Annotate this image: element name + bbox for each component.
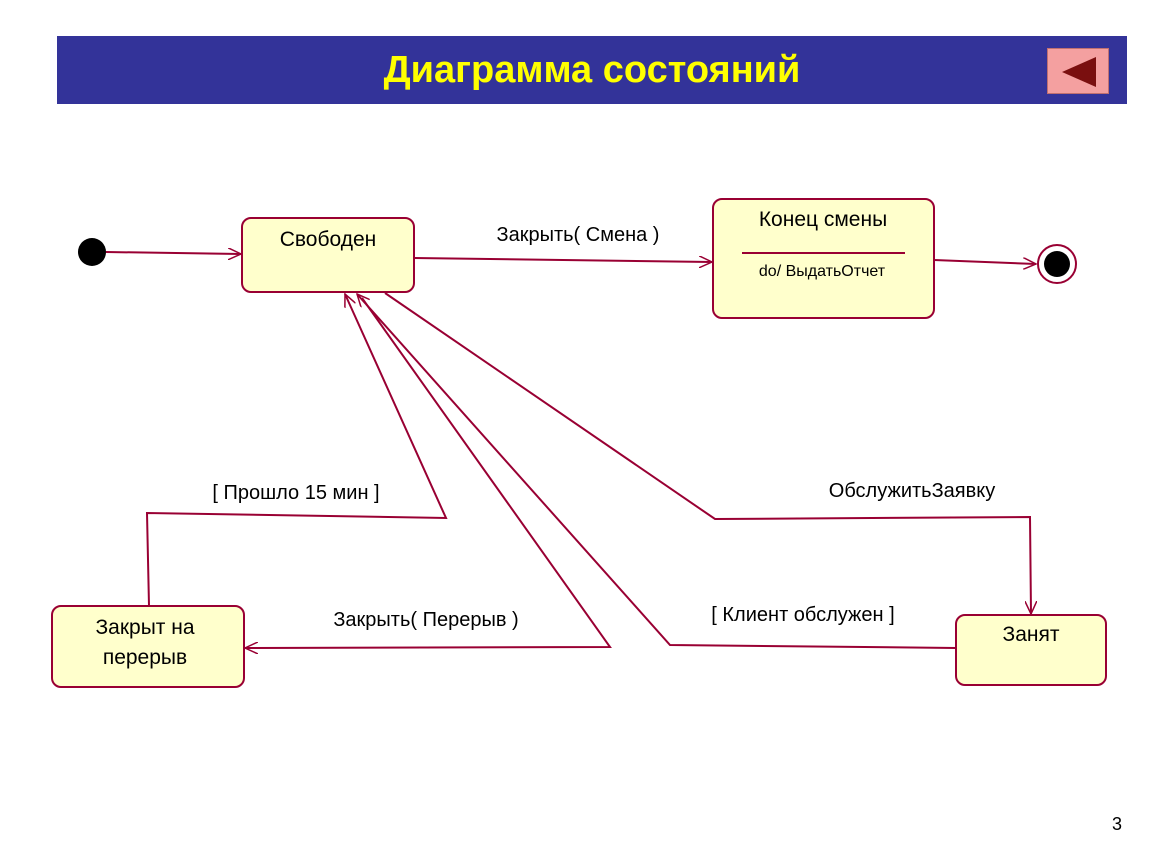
edge-close-shift [413, 258, 712, 262]
edge-client-served-label: [ Клиент обслужен ] [711, 604, 894, 626]
state-free: Свободен [241, 217, 415, 293]
edge-initial-to-free [105, 252, 241, 254]
back-button[interactable] [1047, 48, 1109, 94]
state-end-shift: Конец смены do/ ВыдатьОтчет [712, 198, 935, 319]
final-state [1037, 244, 1077, 284]
state-end-shift-label: Конец смены [759, 208, 887, 231]
edge-serve-request-label: ОбслужитьЗаявку [829, 480, 995, 502]
triangle-left-icon [1062, 57, 1096, 87]
edge-close-shift-label: Закрыть( Смена ) [497, 224, 660, 246]
state-free-label: Свободен [280, 228, 377, 251]
edge-close-break-label: Закрыть( Перерыв ) [333, 609, 518, 631]
state-closed-break-line2: перерыв [103, 646, 187, 669]
edge-serve-request [384, 292, 1031, 614]
edge-end-to-final [933, 260, 1036, 264]
edge-after-15-min [145, 294, 448, 607]
state-closed-break-line1: Закрыт на [95, 616, 194, 639]
edge-client-served [357, 294, 957, 649]
state-busy-label: Занят [1003, 623, 1060, 646]
page-number: 3 [1112, 814, 1123, 834]
title-bar: Диаграмма состояний [57, 36, 1127, 104]
edge-after-15-min-label: [ Прошло 15 мин ] [212, 482, 379, 504]
state-busy: Занят [955, 614, 1107, 686]
edge-close-break [245, 297, 612, 648]
state-end-shift-activity: do/ ВыдатьОтчет [759, 263, 886, 280]
initial-state [78, 238, 106, 266]
page-title: Диаграмма состояний [383, 49, 801, 91]
state-closed-break: Закрыт на перерыв [51, 605, 245, 688]
